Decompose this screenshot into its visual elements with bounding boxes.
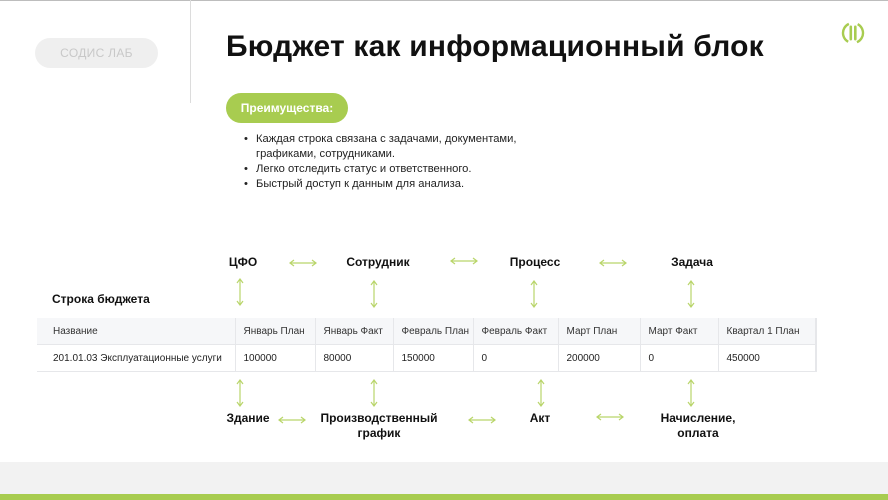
table-scroll-edge	[815, 318, 817, 372]
column-header[interactable]: Название	[37, 318, 236, 345]
brand-badge: СОДИС ЛАБ	[35, 38, 158, 68]
label-production-schedule: Производственный график	[320, 411, 438, 440]
label-process: Процесс	[509, 255, 561, 269]
label-building: Здание	[226, 411, 270, 425]
advantages-list: Каждая строка связана с задачами, докуме…	[244, 132, 556, 192]
footer-accent-bar	[0, 494, 888, 500]
label-accrual-payment: Начисление, оплата	[660, 411, 736, 440]
double-arrow-vertical-icon	[235, 277, 245, 307]
double-arrow-horizontal-icon	[595, 412, 625, 422]
column-header[interactable]: Квартал 1 План	[718, 318, 816, 345]
table-cell[interactable]: 100000	[235, 344, 316, 372]
header-divider	[190, 0, 191, 103]
table-header-row: Название Январь План Январь Факт Февраль…	[37, 318, 816, 345]
table-row[interactable]: 201.01.03 Эксплуатационные услуги 100000…	[37, 344, 816, 372]
table-cell[interactable]: 200000	[558, 344, 641, 372]
budget-row-title: Строка бюджета	[52, 292, 150, 306]
double-arrow-vertical-icon	[529, 279, 539, 309]
double-arrow-vertical-icon	[369, 279, 379, 309]
double-arrow-horizontal-icon	[449, 256, 479, 266]
top-divider	[0, 0, 888, 1]
company-logo-icon	[841, 21, 865, 45]
label-employee: Сотрудник	[346, 255, 410, 269]
column-header[interactable]: Февраль Факт	[473, 318, 559, 345]
label-cfo: ЦФО	[228, 255, 258, 269]
footer-band	[0, 462, 888, 494]
table-cell[interactable]: 0	[640, 344, 719, 372]
double-arrow-vertical-icon	[235, 378, 245, 408]
double-arrow-horizontal-icon	[277, 415, 307, 425]
double-arrow-vertical-icon	[686, 279, 696, 309]
column-header[interactable]: Март План	[558, 318, 641, 345]
double-arrow-vertical-icon	[686, 378, 696, 408]
advantage-item: Легко отследить статус и ответственного.	[244, 162, 556, 177]
page-title: Бюджет как информационный блок	[226, 30, 764, 63]
column-header[interactable]: Январь План	[235, 318, 316, 345]
advantage-item: Каждая строка связана с задачами, докуме…	[244, 132, 556, 162]
advantages-badge: Преимущества:	[226, 93, 348, 123]
table-cell[interactable]: 201.01.03 Эксплуатационные услуги	[37, 344, 236, 372]
table-cell[interactable]: 150000	[393, 344, 474, 372]
column-header[interactable]: Февраль План	[393, 318, 474, 345]
advantage-item: Быстрый доступ к данным для анализа.	[244, 177, 556, 192]
double-arrow-horizontal-icon	[598, 258, 628, 268]
label-task: Задача	[671, 255, 713, 269]
budget-table: Название Январь План Январь Факт Февраль…	[37, 318, 816, 372]
double-arrow-horizontal-icon	[288, 258, 318, 268]
table-cell[interactable]: 0	[473, 344, 559, 372]
double-arrow-vertical-icon	[369, 378, 379, 408]
double-arrow-horizontal-icon	[467, 415, 497, 425]
label-act: Акт	[529, 411, 551, 425]
table-cell[interactable]: 450000	[718, 344, 816, 372]
column-header[interactable]: Март Факт	[640, 318, 719, 345]
column-header[interactable]: Январь Факт	[315, 318, 394, 345]
double-arrow-vertical-icon	[536, 378, 546, 408]
table-cell[interactable]: 80000	[315, 344, 394, 372]
